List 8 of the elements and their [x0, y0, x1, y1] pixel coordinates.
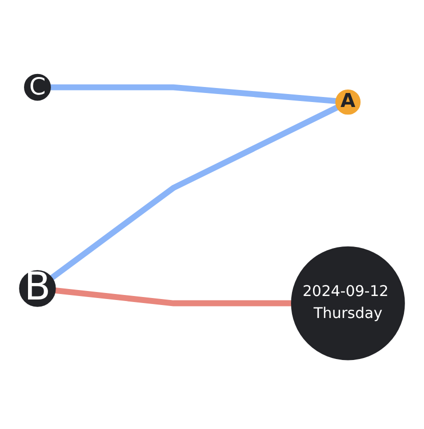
- node-circle: [291, 246, 405, 360]
- connector: [50, 84, 336, 104]
- node-circle: [335, 89, 361, 115]
- connector: [54, 287, 292, 306]
- node-circle: [19, 270, 56, 307]
- network-graph: C A B 2024-09-12 Thursday: [8, 8, 416, 421]
- node-circle: [24, 74, 51, 101]
- connector: [50, 104, 339, 280]
